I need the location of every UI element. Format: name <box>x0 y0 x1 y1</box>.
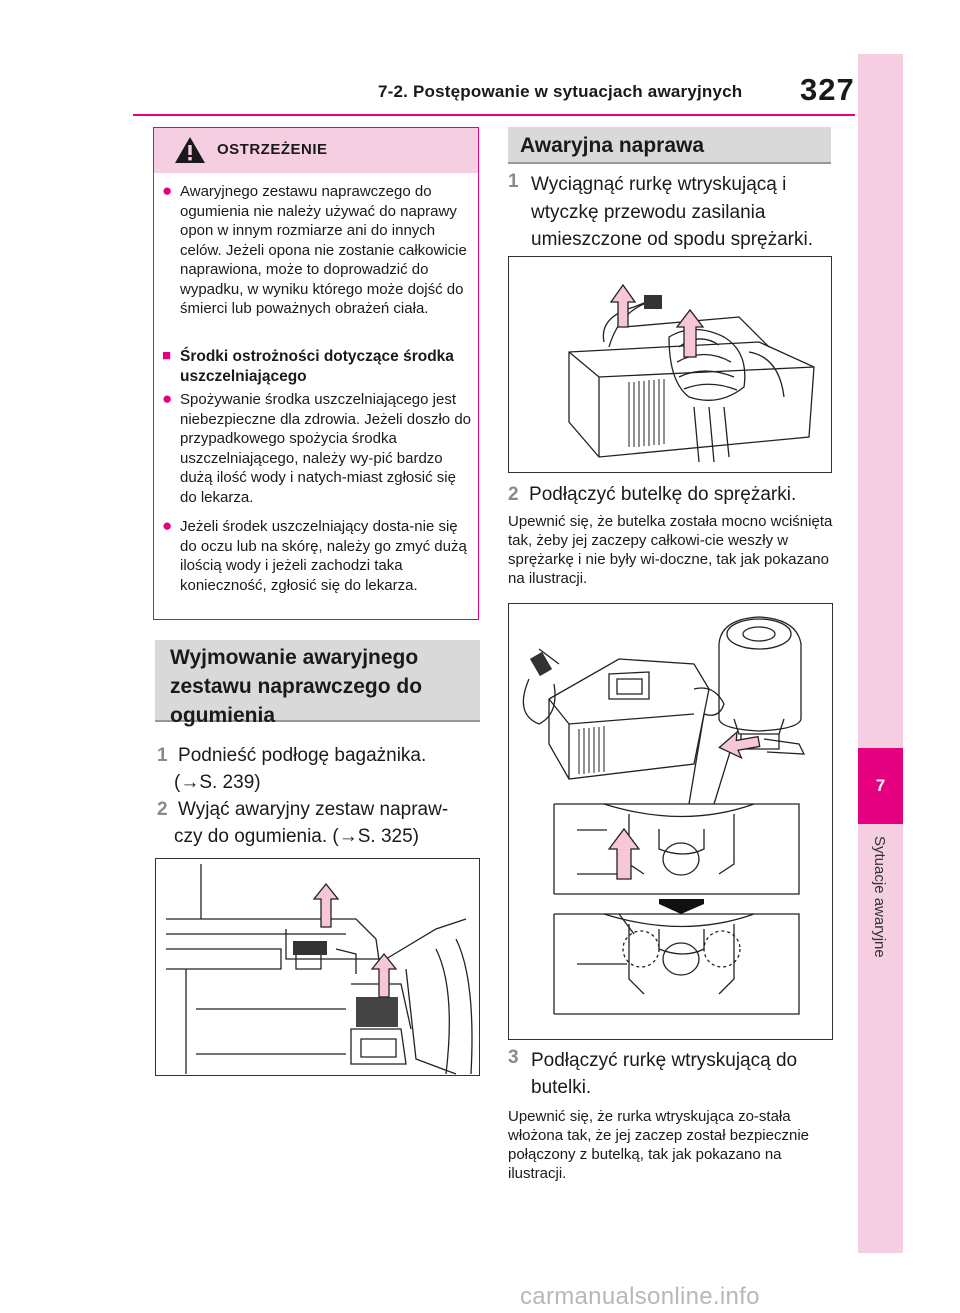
running-header-title: 7-2. Postępowanie w sytuacjach awaryjnyc… <box>378 82 743 101</box>
compressor-illustration <box>568 283 815 463</box>
section-heading-rule <box>508 162 831 164</box>
watermark: carmanualsonline.info <box>520 1283 760 1310</box>
right-step-2: 2 Podłączyć butelkę do sprężarki. Upewni… <box>508 481 833 588</box>
warning-item-3: ● Jeżeli środek uszczelniający dosta-nie… <box>162 516 472 595</box>
figure-bottle-connection <box>508 603 833 1040</box>
section-heading-bg <box>155 640 480 722</box>
right-step-3: 3 Podłączyć rurkę wtryskującą do butelki… <box>508 1047 833 1183</box>
warning-item-1: ● Awaryjnego zestawu naprawczego do ogum… <box>162 181 472 319</box>
step-number: 3 <box>508 1047 519 1068</box>
step-number: 1 <box>508 171 519 192</box>
trunk-illustration <box>166 864 473 1075</box>
section-heading-removal: Wyjmowanie awaryjnego zestawu naprawczeg… <box>170 646 423 727</box>
header-rule <box>133 114 855 116</box>
figure-compressor <box>508 256 832 473</box>
chapter-side-tab <box>858 54 903 1253</box>
step-text: Podłączyć rurkę wtryskującą do butelki. <box>531 1050 798 1098</box>
warning-subheading: Środki ostrożności dotyczące środka uszc… <box>180 348 454 385</box>
left-step-2: 2 Wyjąć awaryjny zestaw napraw- czy do o… <box>157 796 477 850</box>
warning-para-2: Spożywanie środka uszczelniającego jest … <box>180 391 472 506</box>
warning-box <box>153 127 479 620</box>
step-text: Podłączyć butelkę do sprężarki. <box>529 484 797 505</box>
chapter-label: Sytuacje awaryjne <box>870 836 888 958</box>
left-step-1: 1 Podnieść podłogę bagażnika. (→S. 239) <box>157 742 477 796</box>
step-number: 1 <box>157 745 168 766</box>
warning-triangle-icon <box>175 137 205 163</box>
bullet-icon: ● <box>162 181 173 200</box>
step-note: Upewnić się, że butelka została mocno wc… <box>508 513 833 587</box>
section-heading-bg <box>508 127 831 164</box>
warning-item-2: ● Spożywanie środka uszczelniającego jes… <box>162 389 472 507</box>
step-ref: (→S. 239) <box>174 772 261 793</box>
chapter-number: 7 <box>858 748 903 824</box>
page-number: 327 <box>800 72 855 107</box>
warning-subheading-block: ■ Środki ostrożności dotyczące środka us… <box>162 347 472 387</box>
step-text: Wyciągnąć rurkę wtryskującą i wtyczkę pr… <box>531 174 813 250</box>
square-bullet-icon: ■ <box>162 347 172 364</box>
step-text: Podnieść podłogę bagażnika. <box>178 745 427 766</box>
bullet-icon: ● <box>162 516 173 535</box>
step-note: Upewnić się, że rurka wtryskująca zo-sta… <box>508 1108 809 1182</box>
warning-para-3: Jeżeli środek uszczelniający dosta-nie s… <box>180 518 467 594</box>
step-text-continued: czy do ogumienia. (→S. 325) <box>174 826 420 847</box>
figure-trunk <box>155 858 480 1076</box>
section-heading-rule <box>155 720 480 722</box>
bullet-icon: ● <box>162 389 173 408</box>
right-step-1: 1 Wyciągnąć rurkę wtryskującą i wtyczkę … <box>508 171 833 254</box>
warning-para-1: Awaryjnego zestawu naprawczego do ogumie… <box>180 183 467 317</box>
step-number: 2 <box>508 484 519 505</box>
step-text: Wyjąć awaryjny zestaw napraw- <box>178 799 449 820</box>
section-heading-emergency-repair: Awaryjna naprawa <box>520 134 705 157</box>
step-number: 2 <box>157 799 168 820</box>
warning-title: OSTRZEŻENIE <box>217 141 328 158</box>
warning-header <box>153 127 479 173</box>
bottle-connection-illustration <box>522 616 806 1015</box>
